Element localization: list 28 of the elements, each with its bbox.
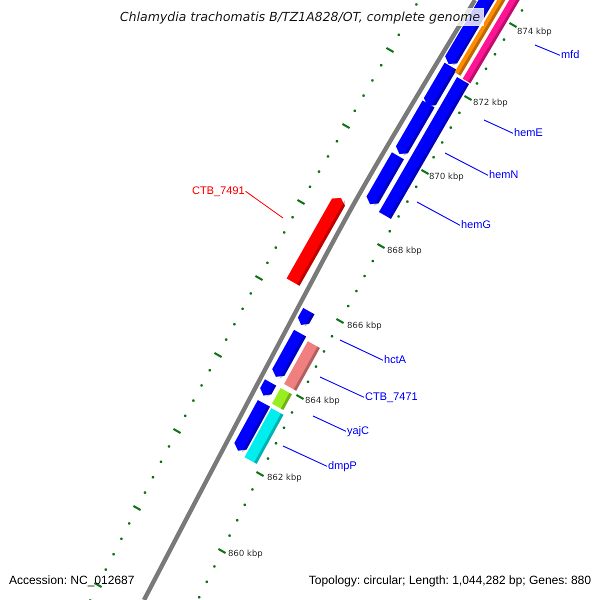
leader-line [282,446,328,467]
gene-label: CTB_7491 [192,185,245,198]
gene-label: hemE [514,127,543,140]
gene-label: dmpP [328,460,357,473]
tick-label: 866 kbp [347,322,382,332]
leader-line [484,120,514,134]
gene-label: CTB_7471 [365,391,418,404]
leader-line [320,376,364,398]
leader-line [340,340,384,361]
tick-label: 868 kbp [387,247,422,257]
tick-label: 870 kbp [429,173,464,183]
tick-label: 864 kbp [305,397,340,407]
tick-label: 862 kbp [267,474,302,484]
leader-line [534,44,560,56]
tick-label: 872 kbp [473,99,508,109]
gene-label: hctA [384,354,406,367]
tick-label: 874 kbp [517,28,552,38]
gene-label: hemN [489,169,518,182]
gene-label: hemG [461,219,491,232]
leader-line [245,190,284,218]
gene-label: yajC [347,425,370,438]
leader-line [312,416,346,432]
tick-label: 860 kbp [228,550,263,560]
accession-text: Accession: NC_012687 [9,574,134,588]
genome-info: Topology: circular; Length: 1,044,282 bp; Genes: 880 [308,574,591,588]
leader-line [444,152,488,176]
leader-line [416,202,460,226]
gene-label: mfd [561,49,580,62]
